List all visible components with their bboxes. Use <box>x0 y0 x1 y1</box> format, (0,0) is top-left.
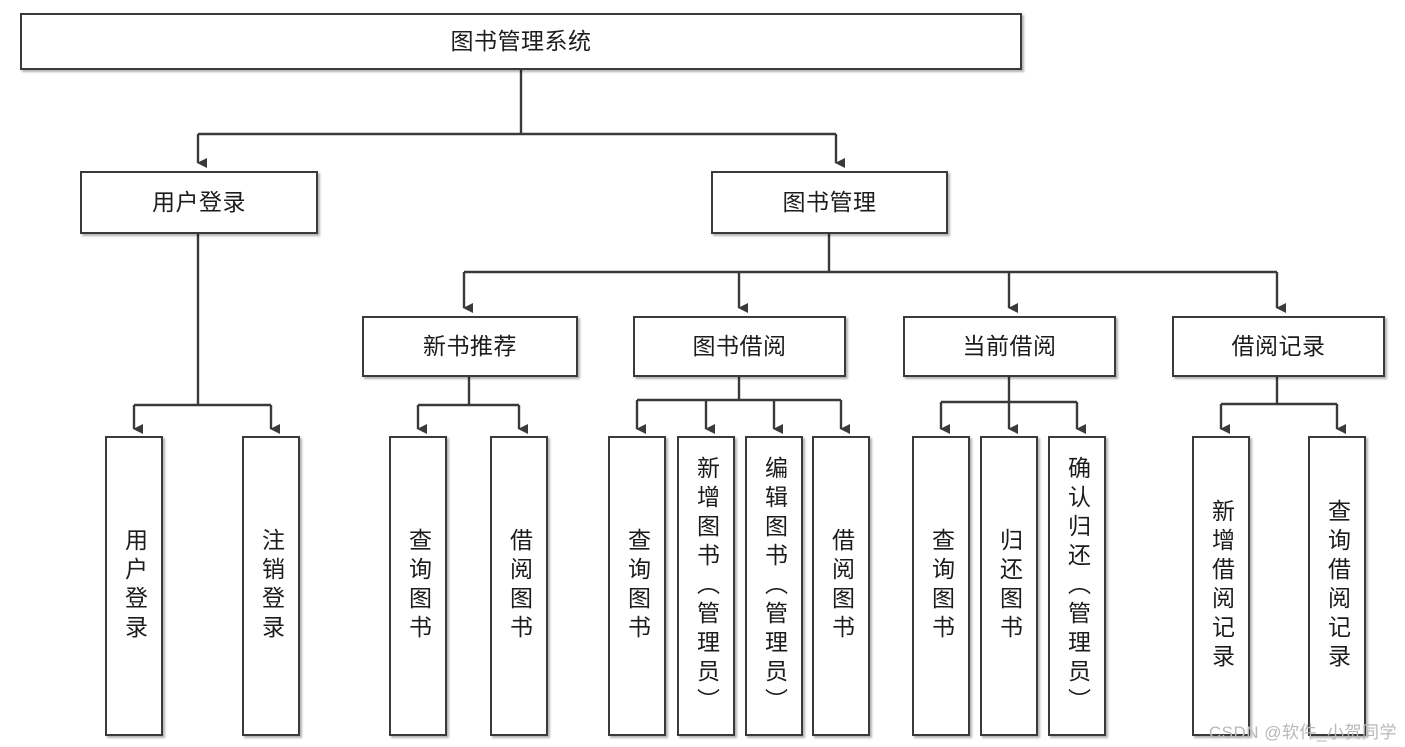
node-label: 查询图书 <box>624 528 651 644</box>
node-borrow-record[interactable]: 借阅记录 <box>1172 316 1385 377</box>
leaf-recommend-query-book[interactable]: 查询图书 <box>389 436 447 736</box>
node-new-book-recommend[interactable]: 新书推荐 <box>362 316 578 377</box>
node-root-system[interactable]: 图书管理系统 <box>20 13 1022 70</box>
node-label: 用户登录 <box>121 528 148 644</box>
leaf-user-login-signout[interactable]: 注销登录 <box>242 436 300 736</box>
leaf-record-query-record[interactable]: 查询借阅记录 <box>1308 436 1366 736</box>
node-label: 用户登录 <box>152 189 246 215</box>
node-label: 当前借阅 <box>962 333 1057 359</box>
leaf-borrow-edit-book-admin[interactable]: 编辑图书（管理员） <box>745 436 803 736</box>
leaf-borrow-query-book[interactable]: 查询图书 <box>608 436 666 736</box>
node-current-borrow[interactable]: 当前借阅 <box>903 316 1116 377</box>
node-label: 图书管理系统 <box>450 28 592 54</box>
csdn-watermark: CSDN @软件_小贺同学 <box>1208 723 1397 742</box>
node-label: 查询图书 <box>928 528 955 644</box>
node-label: 编辑图书（管理员） <box>761 455 788 717</box>
leaf-current-return-book[interactable]: 归还图书 <box>980 436 1038 736</box>
node-label: 借阅图书 <box>506 528 533 644</box>
leaf-current-query-book[interactable]: 查询图书 <box>912 436 970 736</box>
node-label: 新书推荐 <box>423 333 517 359</box>
node-label: 借阅记录 <box>1231 333 1326 359</box>
node-label: 图书管理 <box>782 189 877 215</box>
node-label: 确认归还（管理员） <box>1064 455 1091 717</box>
node-label: 借阅图书 <box>828 528 855 644</box>
node-user-login[interactable]: 用户登录 <box>80 171 318 234</box>
leaf-recommend-borrow-book[interactable]: 借阅图书 <box>490 436 548 736</box>
node-label: 查询图书 <box>405 528 432 644</box>
leaf-borrow-add-book-admin[interactable]: 新增图书（管理员） <box>677 436 735 736</box>
leaf-record-add-record[interactable]: 新增借阅记录 <box>1192 436 1250 736</box>
leaf-current-confirm-return-admin[interactable]: 确认归还（管理员） <box>1048 436 1106 736</box>
node-book-management[interactable]: 图书管理 <box>711 171 948 234</box>
node-label: 归还图书 <box>996 528 1023 644</box>
node-label: 图书借阅 <box>692 333 787 359</box>
node-label: 注销登录 <box>258 528 285 644</box>
node-label: 新增图书（管理员） <box>693 455 720 717</box>
node-book-borrow[interactable]: 图书借阅 <box>633 316 846 377</box>
leaf-borrow-borrow-book[interactable]: 借阅图书 <box>812 436 870 736</box>
node-label: 查询借阅记录 <box>1324 499 1351 673</box>
node-label: 新增借阅记录 <box>1208 499 1235 673</box>
leaf-user-login-signin[interactable]: 用户登录 <box>105 436 163 736</box>
